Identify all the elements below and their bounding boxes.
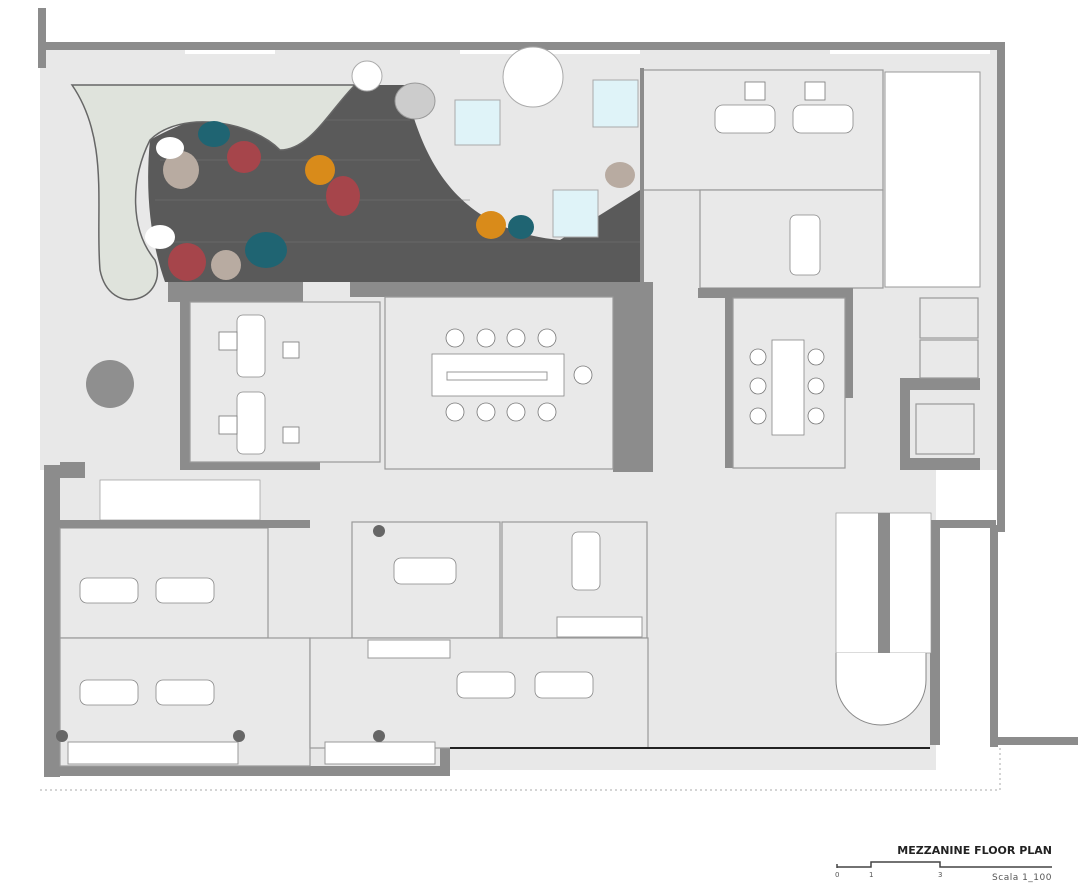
scale-tick-1: 1 [869, 871, 874, 879]
scale-bar [836, 861, 1052, 868]
plants [351, 46, 564, 108]
curved-bench [70, 84, 357, 301]
scale-tick-0: 0 [835, 871, 840, 879]
upper-right-offices [640, 68, 981, 289]
interior-walls [60, 282, 980, 478]
scale-tick-3: 3 [938, 871, 943, 879]
meeting-room-right [732, 297, 846, 469]
plan-title: MEZZANINE FLOOR PLAN [897, 844, 1052, 857]
restrooms-elevator [915, 297, 979, 455]
stair-left [99, 479, 261, 521]
conference-room [384, 296, 614, 470]
lounge-seats [86, 82, 635, 408]
office-left-mid [189, 301, 381, 463]
terrace-edge [40, 745, 1001, 791]
scale-label: Scala 1_100 [992, 873, 1052, 883]
skylights [454, 79, 639, 238]
lower-offices [56, 520, 649, 767]
stair-right [835, 512, 932, 726]
